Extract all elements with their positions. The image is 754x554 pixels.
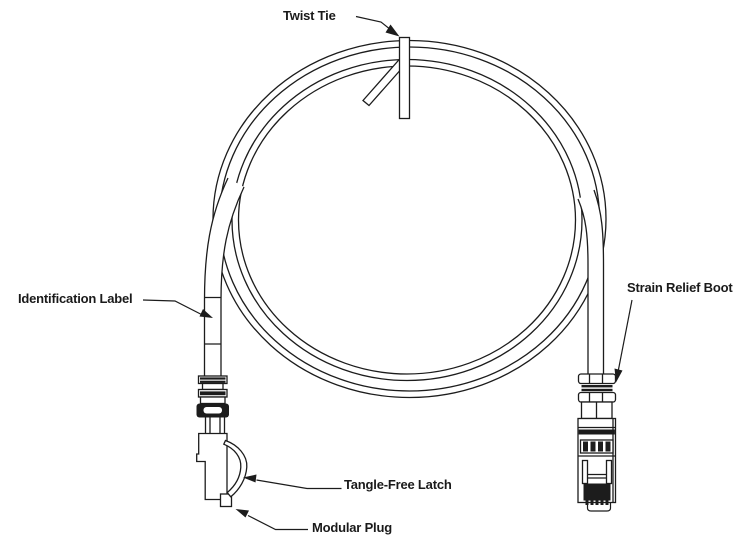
left-cable-leg [203,177,245,377]
boot-band-1-rib-a [200,377,226,380]
boot-neck [201,382,224,391]
plug-body [196,432,228,501]
plug-cavity-block [583,483,611,501]
boot-housing-slot [203,407,222,414]
plug-contact-4 [605,441,611,452]
plug-front-black-band [578,429,615,435]
tangle-free-latch-arrowhead [243,474,257,483]
identification-label-arrowhead [199,309,213,318]
plug-rail-left [581,459,589,485]
right-connector [577,373,617,512]
twist-tie-arrowhead [385,24,400,37]
modular-plug-label: Modular Plug [312,520,392,535]
boot-band-2-rib [200,391,226,396]
tangle-free-latch-leader [256,479,342,490]
left-connector [196,375,248,508]
plug-contact-3 [598,441,603,452]
boot-fingers [204,417,226,433]
boot-flange-1 [577,373,617,385]
twist-tie-label: Twist Tie [283,8,336,23]
modular-plug-arrowhead [235,509,249,518]
plug-contact-1 [583,441,588,452]
strain-relief-boot-arrowhead [614,368,623,383]
identification-label-band [204,296,221,345]
plug-cavity-teeth [585,500,609,505]
boot-flange-2-cable-lines [588,392,604,402]
identification-label-leader [142,299,202,316]
boot-rib-a [581,385,613,388]
twist-tie-leader [355,15,392,31]
right-strain-relief-boot [577,373,617,420]
twist-tie-upright [398,36,411,120]
strain-relief-boot-label: Strain Relief Boot [627,280,733,295]
right-cable-leg [577,189,605,376]
boot-shoulder [199,396,226,405]
left-leg-right-edge [220,186,245,377]
plug-nose [219,493,233,508]
right-modular-plug [577,417,617,512]
boot-band-1-rib-b [200,380,226,383]
callout-leaders [142,15,633,531]
identification-label-label: Identification Label [18,291,133,306]
tangle-free-latch-label: Tangle-Free Latch [344,477,452,492]
plug-contact-2 [590,441,596,452]
left-leg-left-edge [203,177,229,377]
boot-rib-b [581,388,613,392]
boot-flange-1-cable-lines [588,374,604,384]
left-strain-relief-boot [196,375,229,433]
twist-tie [362,36,411,120]
left-leg-fill [204,178,244,377]
boot-flange-2 [577,391,617,403]
plug-contact-window [579,439,614,454]
right-leg-right-edge [593,189,605,376]
left-modular-plug [196,432,248,508]
plug-bottom-tab [586,502,612,512]
modular-plug-leader [247,514,308,531]
plug-crossbar [587,473,607,479]
tangle-free-latch-shape [222,439,248,498]
strain-relief-boot-leader [617,299,633,373]
right-leg-fill [578,190,604,376]
plug-rail-right [605,459,613,485]
right-leg-left-edge [577,198,589,376]
